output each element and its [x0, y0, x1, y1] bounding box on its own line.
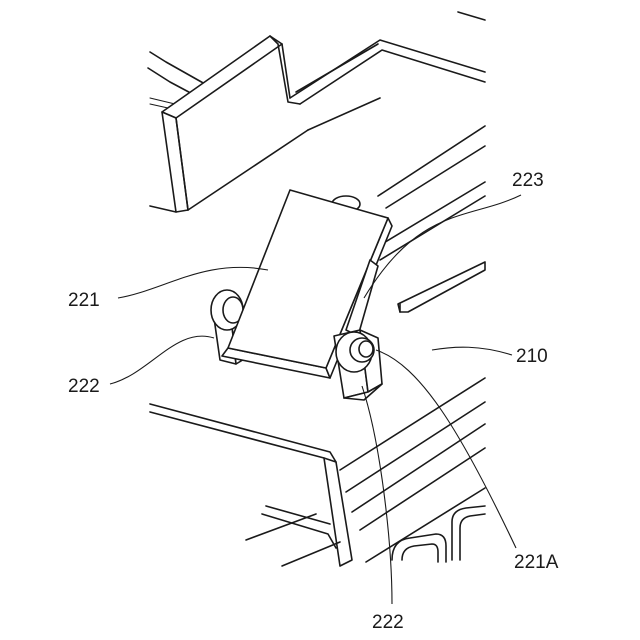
label-222-bottom: 222 — [372, 612, 404, 633]
label-221a: 221A — [514, 552, 559, 573]
leader-210 — [432, 347, 512, 355]
label-221: 221 — [68, 290, 100, 311]
label-210: 210 — [516, 346, 548, 367]
label-223: 223 — [512, 170, 544, 191]
leader-221 — [118, 267, 268, 298]
short-bar — [398, 262, 485, 312]
bracket-bottom — [334, 330, 382, 400]
leader-222-left — [110, 336, 214, 384]
upper-tray — [148, 12, 485, 212]
lower-channel — [150, 378, 485, 566]
label-222-left: 222 — [68, 376, 100, 397]
